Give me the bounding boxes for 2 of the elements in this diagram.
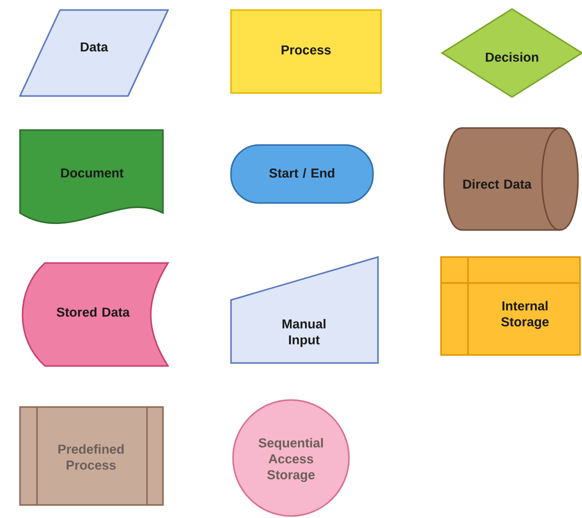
- process-box: Process: [230, 9, 382, 94]
- predefined-process-box: Predefined Process: [19, 406, 164, 506]
